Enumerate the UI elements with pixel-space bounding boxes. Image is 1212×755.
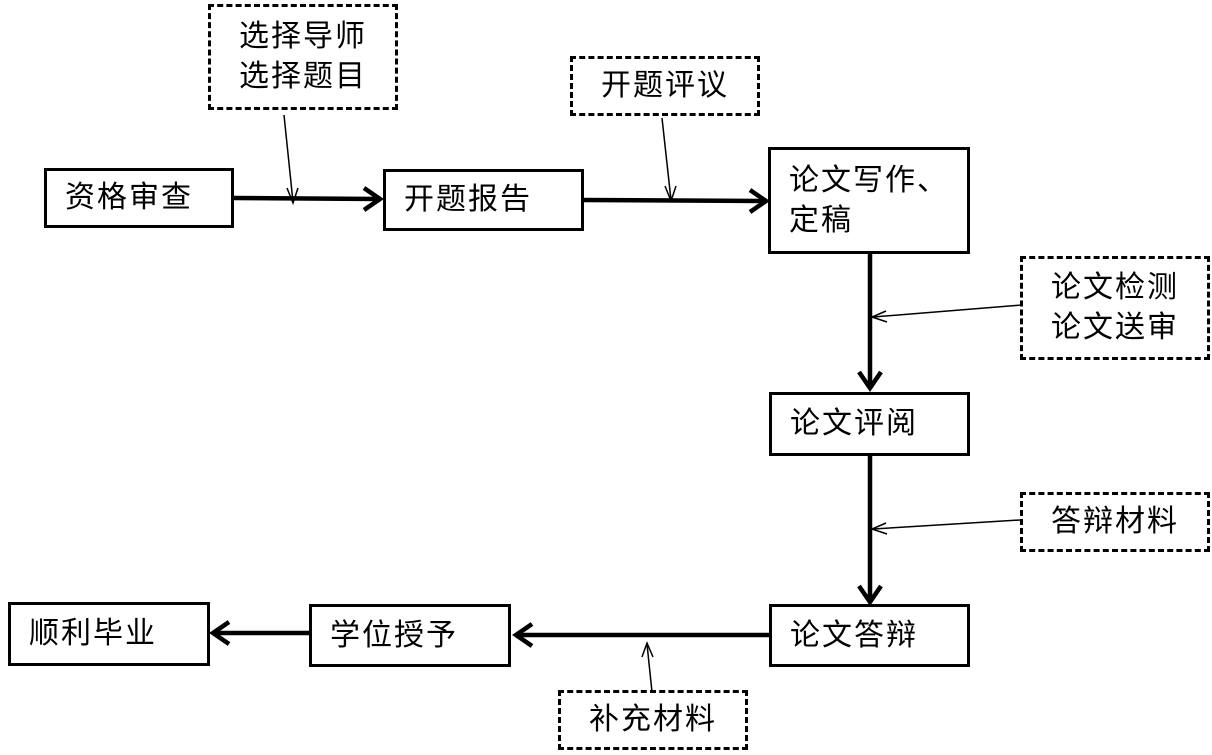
arrow-writing-to-review [857,254,883,392]
note-defense-materials: 答辩材料 [1020,492,1210,552]
node-thesis-writing: 论文写作、 定稿 [768,147,970,254]
pointer-check-submit [869,304,1023,323]
node-label: 资格审查 [65,180,193,215]
note-line-1: 选择导师 [239,19,367,54]
node-label-line-2: 定稿 [789,202,853,238]
node-label-line-1: 论文写作、 [789,162,949,198]
node-graduation: 顺利毕业 [8,602,210,666]
note-arrows [283,114,1023,693]
main-arrows [209,186,883,648]
node-proposal-report: 开题报告 [383,169,584,231]
node-label: 顺利毕业 [29,616,157,651]
node-label: 学位授予 [330,617,458,653]
arrow-degree-to-graduation [209,620,310,646]
pointer-defense-materials [869,519,1021,535]
note-line-1: 论文检测 [1051,270,1179,305]
node-label: 论文答辩 [790,617,918,653]
pointer-advisor-topic [283,114,299,206]
arrow-proposal-to-writing [583,188,770,214]
node-thesis-review: 论文评阅 [769,392,970,456]
arrow-qualification-to-proposal [233,186,384,212]
note-line-2: 论文送审 [1051,310,1179,345]
node-thesis-defense: 论文答辩 [769,604,970,667]
note-label: 开题评议 [601,68,729,103]
arrow-review-to-defense [857,456,883,606]
note-label: 补充材料 [589,702,717,737]
note-choose-advisor-topic: 选择导师 选择题目 [208,4,398,110]
note-line-2: 选择题目 [239,59,367,94]
pointer-supplementary [641,640,654,693]
node-label: 开题报告 [404,182,532,217]
note-supplementary-materials: 补充材料 [558,690,748,750]
arrow-defense-to-degree [512,622,770,648]
node-degree-conferral: 学位授予 [309,604,511,667]
note-check-and-submit: 论文检测 论文送审 [1020,256,1210,360]
note-proposal-evaluation: 开题评议 [570,56,760,116]
note-label: 答辩材料 [1051,504,1179,539]
node-label: 论文评阅 [790,406,918,441]
pointer-proposal-evaluation [661,117,677,204]
node-qualification-review: 资格审查 [44,168,234,228]
